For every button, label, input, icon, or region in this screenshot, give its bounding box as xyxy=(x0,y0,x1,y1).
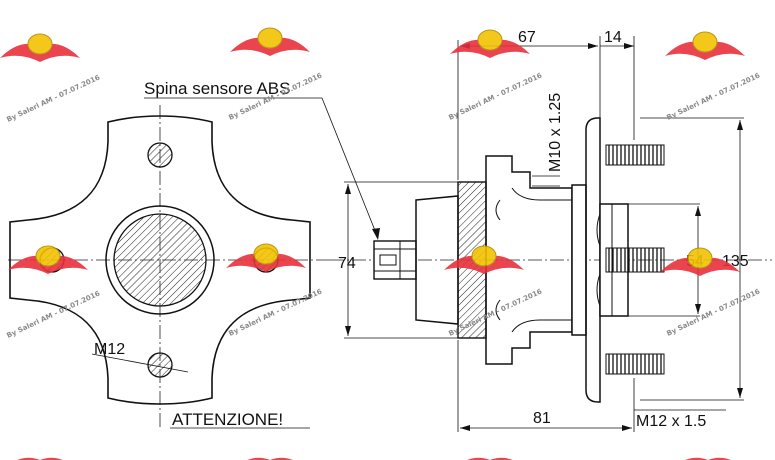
hub-bore-inner xyxy=(113,213,207,307)
pilot-curve-bottom xyxy=(596,273,601,307)
housing-curve-top xyxy=(495,199,501,221)
watermark-texts: By Saleri AM - 07.07.2016 By Saleri AM -… xyxy=(5,71,761,339)
side-view: 74 67 14 81 54 135 M12 x 1.5 M10 x 1.25 xyxy=(330,29,772,432)
watermark-logo xyxy=(660,247,740,276)
watermark-logo xyxy=(230,27,310,56)
watermark-logo xyxy=(685,457,731,460)
watermark-logo xyxy=(444,245,524,274)
m12-label: M12 xyxy=(94,341,125,358)
watermark-logo xyxy=(0,33,80,62)
stud-thread-label: M12 x 1.5 xyxy=(636,413,706,430)
watermark-logo xyxy=(247,457,293,460)
dim-81-value: 81 xyxy=(533,410,551,427)
hub-bore-outer xyxy=(105,205,215,315)
watermark-logo xyxy=(665,31,745,60)
m10-thread-label: M10 x 1.25 xyxy=(547,93,564,172)
abs-leader xyxy=(321,97,379,239)
watermark-text: By Saleri AM - 07.07.2016 xyxy=(447,71,543,121)
wheel-stud-top xyxy=(605,144,665,166)
watermark-logo xyxy=(467,457,513,460)
attention-label: ATTENZIONE! xyxy=(172,410,283,429)
watermark-text: By Saleri AM - 07.07.2016 xyxy=(665,71,761,121)
hub-flange-outline xyxy=(9,115,311,405)
watermark-logo xyxy=(17,457,63,460)
bolt-hole-bottom xyxy=(147,352,173,378)
watermark-logo xyxy=(226,243,306,272)
abs-sensor-label: Spina sensore ABS xyxy=(144,79,290,98)
housing-curve-bottom xyxy=(495,299,501,321)
m12-leader xyxy=(91,353,189,373)
watermark-logo xyxy=(450,29,530,58)
watermark-logos xyxy=(0,27,745,460)
wheel-stud-bottom xyxy=(605,353,665,375)
watermark-logo xyxy=(8,245,88,274)
abs-leader-arrow xyxy=(372,228,380,240)
wheel-flange xyxy=(585,117,601,403)
abs-pin-tab xyxy=(379,254,397,266)
watermark-text: By Saleri AM - 07.07.2016 xyxy=(665,287,761,337)
bolt-hole-top xyxy=(147,142,173,168)
wheel-flange-hub xyxy=(571,184,587,336)
dim-67-value: 67 xyxy=(518,29,536,46)
watermark-text: By Saleri AM - 07.07.2016 xyxy=(227,287,323,337)
watermark-text: By Saleri AM - 07.07.2016 xyxy=(5,73,101,123)
dim-14-value: 14 xyxy=(604,29,622,46)
dim-74-value: 74 xyxy=(338,255,356,272)
abs-sensor-pin xyxy=(373,240,417,280)
housing-fillet-bottom xyxy=(511,319,541,333)
front-view: M12 ATTENZIONE! Spina sensore ABS xyxy=(8,79,380,430)
wheel-stud-middle xyxy=(605,247,665,273)
housing-fillet-top xyxy=(511,187,541,201)
watermark-text: By Saleri AM - 07.07.2016 xyxy=(5,289,101,339)
pilot-curve-top xyxy=(596,213,601,247)
